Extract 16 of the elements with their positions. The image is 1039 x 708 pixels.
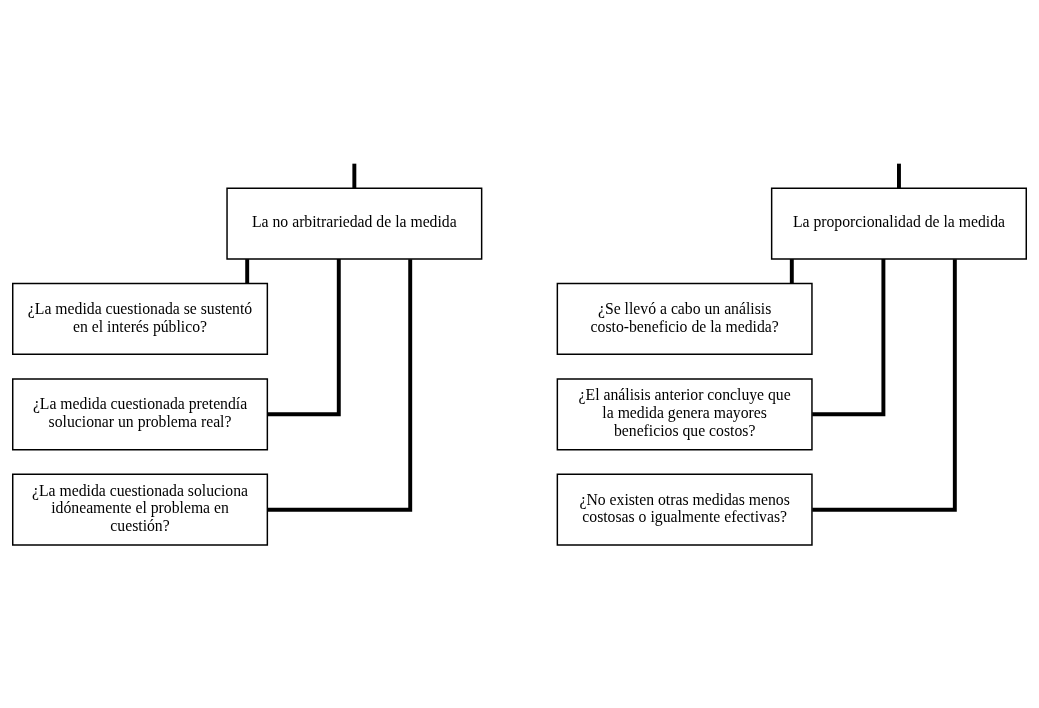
connector	[267, 259, 341, 417]
connector	[245, 259, 250, 284]
node-box: ¿La medida cuestionada pretendía solucionar un problema real?	[12, 378, 269, 451]
node-box: ¿No existen otras medidas menos costosas o igualmente efectivas?	[556, 473, 813, 546]
node-box: La no arbitrariedad de la medida	[226, 187, 483, 260]
node-box: ¿La medida cuestionada se sustentó en el interés público?	[12, 282, 269, 356]
connector	[267, 259, 413, 512]
connector	[812, 259, 886, 417]
node-box: La proporcionalidad de la medida	[770, 187, 1027, 260]
connector	[812, 259, 957, 512]
connector	[897, 163, 901, 189]
connector	[352, 163, 357, 189]
node-box: ¿La medida cuestionada soluciona idóneamente el problema en cuestión?	[12, 473, 269, 546]
node-box: ¿Se llevó a cabo un análisis costo-beneficio de la medida?	[556, 282, 813, 356]
connector	[789, 259, 794, 284]
node-box: ¿El análisis anterior concluye que la medida genera mayores beneficios que costos?	[556, 378, 813, 451]
